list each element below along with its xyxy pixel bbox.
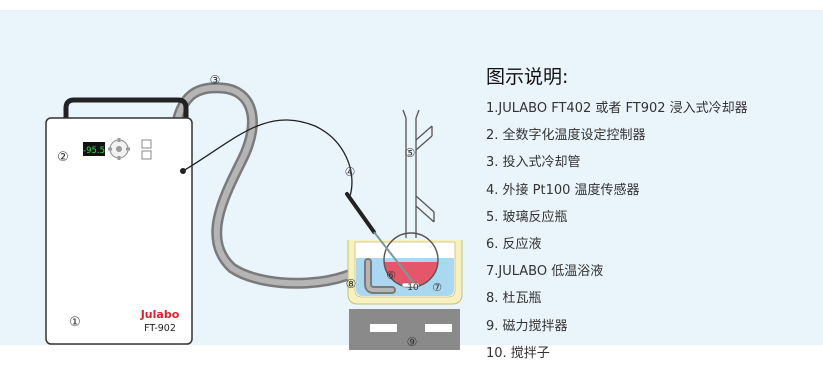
legend-item-2: 2. 全数字化温度设定控制器 <box>486 128 646 144</box>
callout-4: ④ <box>345 165 356 179</box>
callout-1: ① <box>69 315 81 330</box>
device-handle <box>63 97 189 120</box>
callout-6: ⑥ <box>386 269 396 282</box>
brand-logo: Julabo <box>140 308 180 321</box>
cooling-coil-highlight <box>366 260 394 292</box>
socket-icon <box>141 150 152 160</box>
flask-neck <box>405 118 417 238</box>
callout-3: ③ <box>210 73 221 87</box>
flask-top <box>402 109 420 119</box>
cooling-hose <box>170 82 374 289</box>
callout-5: ⑤ <box>405 146 416 160</box>
cooling-hose-highlight <box>173 84 371 287</box>
legend: 图示说明: 1.JULABO FT402 或者 FT902 浸入式冷却器 2. … <box>486 62 818 367</box>
flask-side-arm <box>415 195 435 223</box>
callout-9: ⑨ <box>407 335 418 349</box>
temperature-display-reading: -95.5 <box>83 146 105 156</box>
legend-title: 图示说明: <box>486 66 569 88</box>
flask-side-arm <box>415 125 433 151</box>
legend-item-4: 4. 外接 Pt100 温度传感器 <box>486 182 640 198</box>
legend-item-5: 5. 玻璃反应瓶 <box>486 209 568 225</box>
legend-item-9: 9. 磁力搅拌器 <box>486 318 568 334</box>
callout-10: 10 <box>407 283 419 293</box>
stir-bar <box>401 282 420 288</box>
legend-item-6: 6. 反应液 <box>486 237 542 253</box>
legend-item-8: 8. 杜瓦瓶 <box>486 291 542 307</box>
callout-7: ⑦ <box>432 281 442 294</box>
legend-item-1: 1.JULABO FT402 或者 FT902 浸入式冷却器 <box>486 101 748 116</box>
legend-item-7: 7.JULABO 低温浴液 <box>486 264 604 280</box>
legend-list: 1.JULABO FT402 或者 FT902 浸入式冷却器 2. 全数字化温度… <box>486 95 818 367</box>
temperature-display <box>83 142 105 156</box>
legend-item-10: 10. 搅拌子 <box>486 345 550 361</box>
stirrer-button <box>370 324 397 332</box>
control-dial-icon <box>108 138 130 160</box>
sensor-probe <box>345 192 376 234</box>
stirrer-button <box>425 324 452 332</box>
sensor-cable <box>182 119 353 197</box>
model-label: FT-902 <box>144 323 176 334</box>
sensor-probe-rod <box>373 231 414 283</box>
callout-2: ② <box>57 150 69 165</box>
callout-8: ⑧ <box>346 277 357 291</box>
cooler-device <box>45 117 193 345</box>
legend-item-3: 3. 投入式冷却管 <box>486 155 581 171</box>
socket-icon <box>141 139 152 149</box>
